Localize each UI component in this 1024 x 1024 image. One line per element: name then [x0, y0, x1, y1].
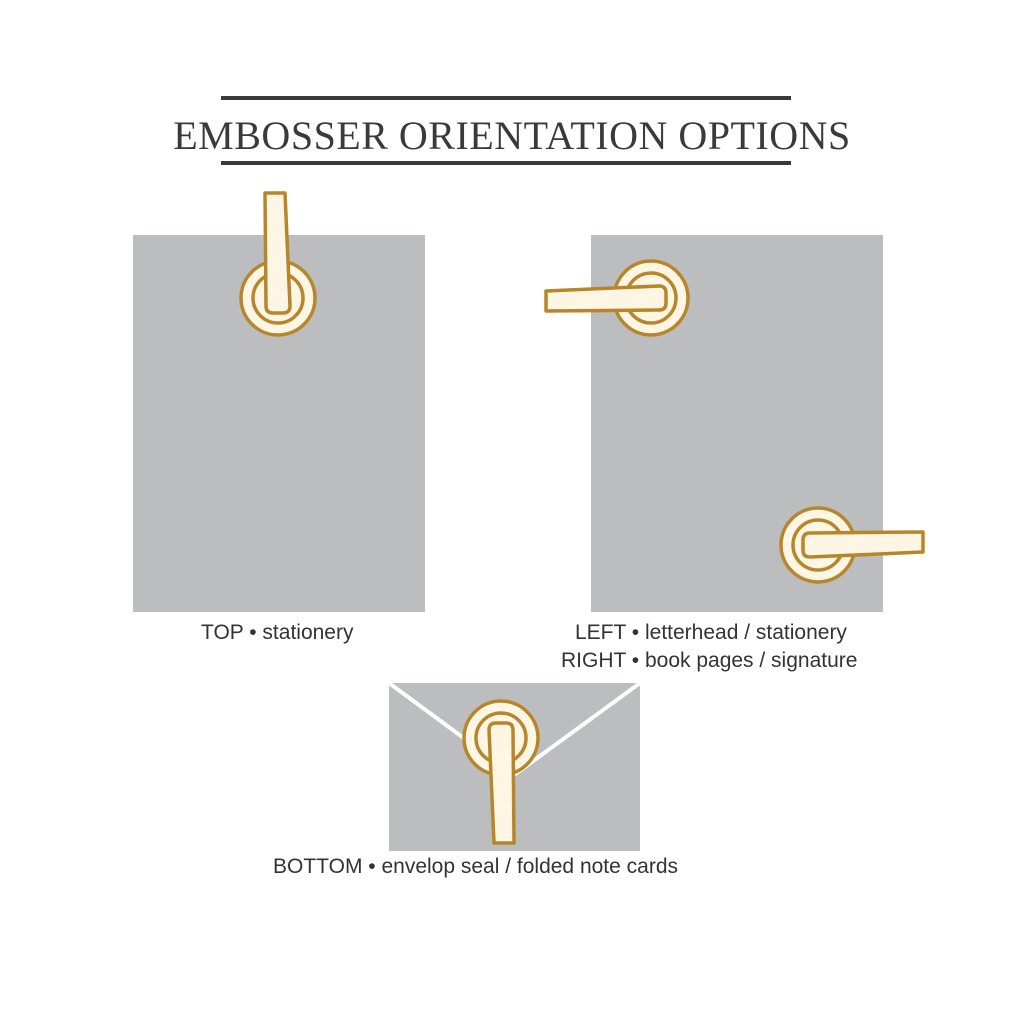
caption-bottom: BOTTOM • envelop seal / folded note card…: [273, 855, 678, 878]
page-title: EMBOSSER ORIENTATION OPTIONS: [173, 113, 851, 158]
caption-right: RIGHT • book pages / signature: [561, 649, 858, 672]
caption-left: LEFT • letterhead / stationery: [575, 621, 847, 644]
title-rule-bottom: [221, 161, 791, 165]
caption-top: TOP • stationery: [201, 621, 354, 644]
title-rule-top: [221, 96, 791, 100]
